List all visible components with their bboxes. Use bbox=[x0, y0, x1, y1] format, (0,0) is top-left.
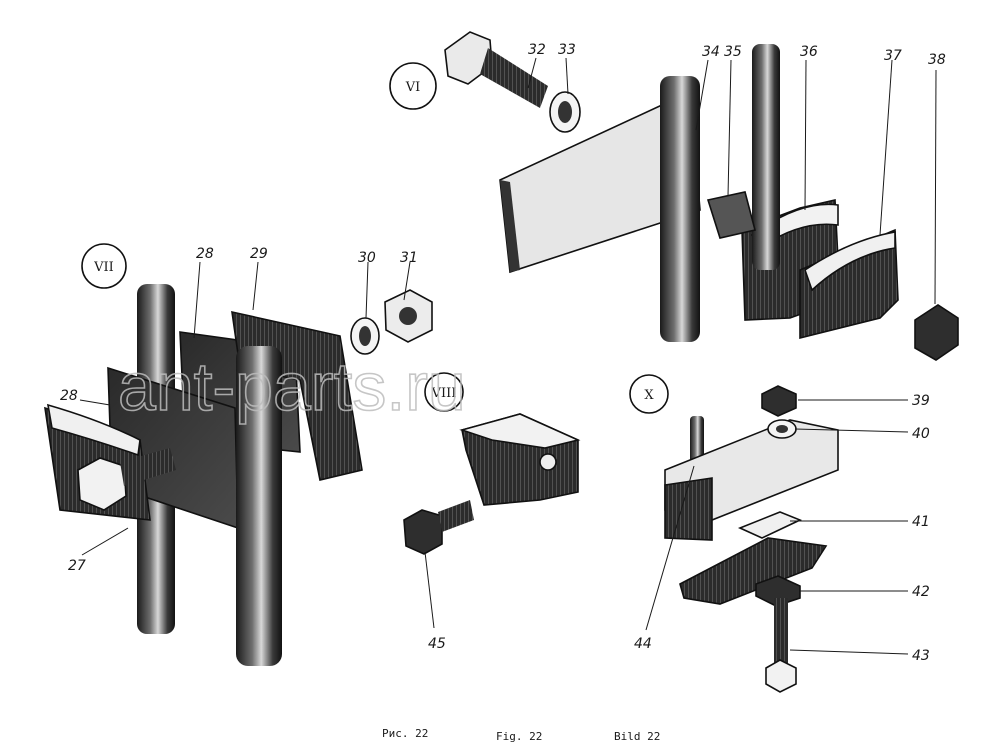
part-label-30: 30 bbox=[358, 250, 376, 266]
assembly-vii: VII bbox=[44, 243, 433, 666]
caption-ru: Рис. 22 bbox=[382, 727, 428, 740]
group-x-circle bbox=[629, 374, 669, 414]
assembly-viii: VIII bbox=[403, 372, 581, 555]
bolt-43-head bbox=[765, 659, 797, 693]
washer-30-hole bbox=[359, 326, 371, 346]
washer-40-hole bbox=[776, 425, 788, 433]
caption-de: Bild 22 bbox=[614, 730, 660, 743]
part-label-28-upper: 28 bbox=[196, 246, 214, 262]
nut-31-hole bbox=[399, 307, 417, 325]
group-viii-label: VIII bbox=[431, 386, 457, 401]
bolt-32-shank bbox=[480, 48, 548, 108]
part-label-45: 45 bbox=[428, 636, 446, 652]
square-nut-42 bbox=[755, 575, 801, 607]
clip-41 bbox=[737, 511, 802, 539]
angle-bracket-top bbox=[459, 413, 581, 449]
group-viii-circle bbox=[424, 372, 464, 412]
group-x-label: X bbox=[644, 388, 654, 403]
part-label-34: 34 bbox=[702, 44, 720, 60]
part-label-41: 41 bbox=[912, 514, 930, 530]
assembly-x: X bbox=[629, 374, 839, 693]
strap-plate-edge bbox=[500, 180, 520, 272]
washer-33-hole bbox=[558, 101, 572, 123]
part-label-40: 40 bbox=[912, 426, 930, 442]
part-label-44: 44 bbox=[634, 636, 652, 652]
part-labels: 27 28 28 29 30 31 32 33 34 35 36 37 38 3… bbox=[60, 42, 946, 664]
front-clamp-lip bbox=[46, 403, 141, 457]
group-vii-circle bbox=[81, 243, 127, 289]
group-vi-label: VI bbox=[405, 80, 421, 95]
part-label-29: 29 bbox=[250, 246, 268, 262]
part-label-31: 31 bbox=[400, 250, 418, 266]
nut-38 bbox=[914, 304, 959, 361]
bolt-43-shank bbox=[774, 598, 788, 668]
spacer-sleeve bbox=[706, 191, 756, 239]
part-label-36: 36 bbox=[800, 44, 818, 60]
assembly-vi: VI bbox=[389, 31, 959, 361]
lower-block bbox=[679, 537, 828, 605]
bracket-37-lip bbox=[804, 231, 896, 292]
part-label-42: 42 bbox=[912, 584, 930, 600]
leader-lines bbox=[79, 57, 937, 655]
figure-captions: Рис. 22 Fig. 22 Bild 22 bbox=[382, 727, 660, 743]
part-label-38: 38 bbox=[928, 52, 946, 68]
angle-bracket-hole bbox=[539, 453, 557, 471]
part-label-39: 39 bbox=[912, 393, 930, 409]
front-tube bbox=[236, 346, 282, 666]
part-label-35: 35 bbox=[724, 44, 742, 60]
bolt-45-head bbox=[403, 509, 443, 555]
part-label-37: 37 bbox=[884, 48, 902, 64]
tube-35 bbox=[752, 44, 780, 270]
part-label-33: 33 bbox=[558, 42, 576, 58]
group-vi-circle bbox=[389, 62, 437, 110]
pin-44 bbox=[690, 416, 704, 466]
bolt-27-head bbox=[77, 457, 127, 511]
group-vii-label: VII bbox=[93, 260, 114, 275]
watermark: ant-parts.ru bbox=[118, 349, 466, 425]
nut-39 bbox=[761, 385, 797, 417]
caption-en: Fig. 22 bbox=[496, 730, 542, 743]
part-label-28-lower: 28 bbox=[60, 388, 78, 404]
upper-block-side bbox=[664, 477, 713, 541]
bolt-27-shank bbox=[120, 448, 176, 486]
bolt-45-shank bbox=[438, 500, 474, 532]
part-label-43: 43 bbox=[912, 648, 930, 664]
part-label-27: 27 bbox=[68, 558, 86, 574]
tube-34 bbox=[660, 76, 700, 342]
part-label-32: 32 bbox=[528, 42, 546, 58]
